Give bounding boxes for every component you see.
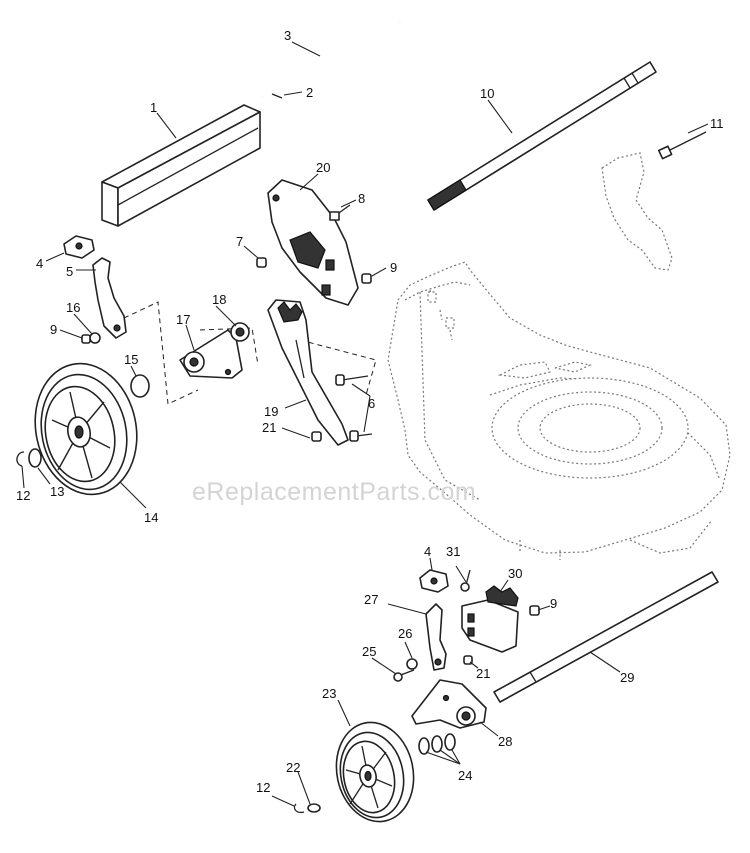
callout-26: 26	[398, 626, 412, 641]
callout-labels: 3 2 1 10 11 20 8 7 9 4 5 16 9 18 17 15 1…	[16, 28, 724, 795]
deflector-part-1	[101, 104, 261, 227]
bolt-part-25	[393, 669, 415, 682]
callout-19: 19	[264, 404, 278, 419]
callout-29: 29	[620, 670, 634, 685]
callout-18: 18	[212, 292, 226, 307]
callout-21-upper: 21	[262, 420, 276, 435]
callout-1: 1	[150, 100, 157, 115]
callout-20: 20	[316, 160, 330, 175]
nut-part-21-upper	[311, 431, 322, 442]
callout-4-upper: 4	[36, 256, 43, 271]
callout-10: 10	[480, 86, 494, 101]
washer-part-22	[307, 803, 321, 813]
callout-4-lower: 4	[424, 544, 431, 559]
nut-part-9-left	[81, 334, 91, 344]
callout-5: 5	[66, 264, 73, 279]
bolt-part-8	[329, 204, 351, 221]
pin-part-2	[271, 93, 283, 99]
callout-11: 11	[710, 116, 724, 131]
arm-part-5	[92, 257, 127, 339]
callout-24: 24	[458, 768, 472, 783]
callout-9-left: 9	[50, 322, 57, 337]
cap-part-4-upper	[63, 235, 95, 259]
plate-part-20	[267, 179, 359, 306]
callout-28: 28	[498, 734, 512, 749]
callout-30: 30	[508, 566, 522, 581]
washer-part-16	[89, 332, 101, 344]
callout-9-right: 9	[390, 260, 397, 275]
nut-part-7	[256, 257, 267, 268]
bolts-part-6	[335, 374, 373, 442]
callout-23: 23	[322, 686, 336, 701]
callout-9-lower: 9	[550, 596, 557, 611]
mower-deck	[387, 261, 731, 560]
callout-15: 15	[124, 352, 138, 367]
callout-6: 6	[368, 396, 375, 411]
callout-14: 14	[144, 510, 158, 525]
wheel-part-23	[335, 721, 415, 823]
leader-lines	[21, 41, 709, 807]
arm-part-27	[425, 603, 447, 671]
callout-31: 31	[446, 544, 460, 559]
callout-22: 22	[286, 760, 300, 775]
nut-part-9-lower	[529, 605, 540, 616]
shaft-part-10	[427, 61, 657, 211]
clip-part-12-upper	[16, 451, 25, 467]
nut-part-9-right	[361, 273, 372, 284]
clip-part-12-lower	[293, 803, 305, 814]
wheel-part-14	[34, 362, 138, 496]
bracket-part-28	[411, 679, 487, 729]
washers-part-24	[418, 733, 456, 755]
callout-8: 8	[358, 191, 365, 206]
lever-part-19	[267, 299, 349, 446]
callout-12-lower: 12	[256, 780, 270, 795]
callout-25: 25	[362, 644, 376, 659]
callout-3: 3	[284, 28, 291, 43]
washer-part-26	[406, 658, 418, 670]
handle-bracket	[601, 152, 673, 271]
sector-plate-part-30	[461, 585, 519, 653]
callout-17: 17	[176, 312, 190, 327]
callout-2: 2	[306, 85, 313, 100]
callout-21-lower: 21	[476, 666, 490, 681]
bearing-part-18	[230, 322, 250, 342]
spacer-part-15	[130, 374, 150, 398]
callout-7: 7	[236, 234, 243, 249]
callout-27: 27	[364, 592, 378, 607]
callout-16: 16	[66, 300, 80, 315]
screw-part-31	[460, 569, 471, 592]
callout-13: 13	[50, 484, 64, 499]
cap-part-4-lower	[419, 569, 449, 593]
callout-12-upper: 12	[16, 488, 30, 503]
axle-part-29	[493, 571, 719, 703]
watermark: eReplacementParts.com	[192, 478, 476, 506]
washer-part-13	[28, 448, 42, 468]
bracket-part-17	[179, 329, 243, 379]
rod-part-3	[261, 21, 401, 98]
bolt-part-11	[657, 131, 707, 160]
